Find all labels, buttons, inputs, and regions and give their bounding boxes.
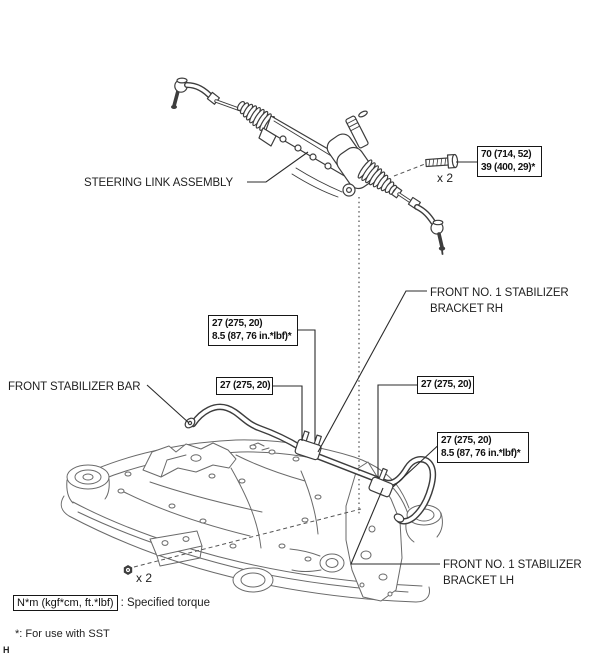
torque-value: 27 (275, 20) [220, 380, 271, 391]
torque-value: 27 (275, 20) [421, 379, 472, 390]
torque-value: 8.5 (87, 76 in.*lbf)* [441, 448, 521, 460]
bolt-quantity-label: x 2 [437, 171, 454, 185]
suspension-crossmember-drawing [60, 439, 443, 603]
torque-box-steering-link-bolt: 70 (714, 52) 39 (400, 29)* [477, 146, 542, 178]
front-stabilizer-bar-label: FRONT STABILIZER BAR [8, 381, 141, 393]
page-mark: H [3, 645, 10, 655]
stabilizer-bracket-rh-drawing [294, 430, 322, 461]
bracket-rh-label: FRONT NO. 1 STABILIZER BRACKET RH [430, 287, 569, 316]
nut-icon [123, 565, 133, 575]
bracket-lh-label: FRONT NO. 1 STABILIZER BRACKET LH [443, 559, 582, 588]
torque-box-bracket-rh: 27 (275, 20) [216, 377, 273, 396]
steering-link-assembly-label: STEERING LINK ASSEMBLY [84, 177, 234, 189]
torque-box-bracket-lh: 27 (275, 20) [417, 376, 474, 395]
nut-quantity-label: x 2 [136, 571, 153, 585]
leader-lines [146, 151, 478, 565]
torque-value: 27 (275, 20) [212, 318, 263, 329]
torque-value: 70 (714, 52) [481, 149, 532, 160]
torque-box-bracket-lh-bushing: 27 (275, 20) 8.5 (87, 76 in.*lbf)* [437, 432, 529, 464]
stabilizer-bracket-lh-drawing [368, 467, 394, 498]
torque-value: 8.5 (87, 76 in.*lbf)* [212, 331, 292, 343]
torque-unit-description: : Specified torque [120, 597, 211, 609]
bolt-icon [425, 153, 459, 169]
sst-footnote: *: For use with SST [15, 628, 110, 640]
bolt-pointer-dashed-line [393, 163, 426, 177]
steering-link-assembly-drawing [171, 77, 446, 255]
torque-unit-box: N*m (kgf*cm, ft.*lbf) [13, 595, 118, 611]
torque-value: 39 (400, 29)* [481, 162, 535, 174]
front-stabilizer-bar-drawing [184, 403, 437, 525]
torque-box-bracket-rh-bushing: 27 (275, 20) 8.5 (87, 76 in.*lbf)* [208, 315, 298, 347]
torque-value: 27 (275, 20) [441, 435, 492, 446]
torque-legend: N*m (kgf*cm, ft.*lbf) : Specified torque [13, 595, 210, 611]
